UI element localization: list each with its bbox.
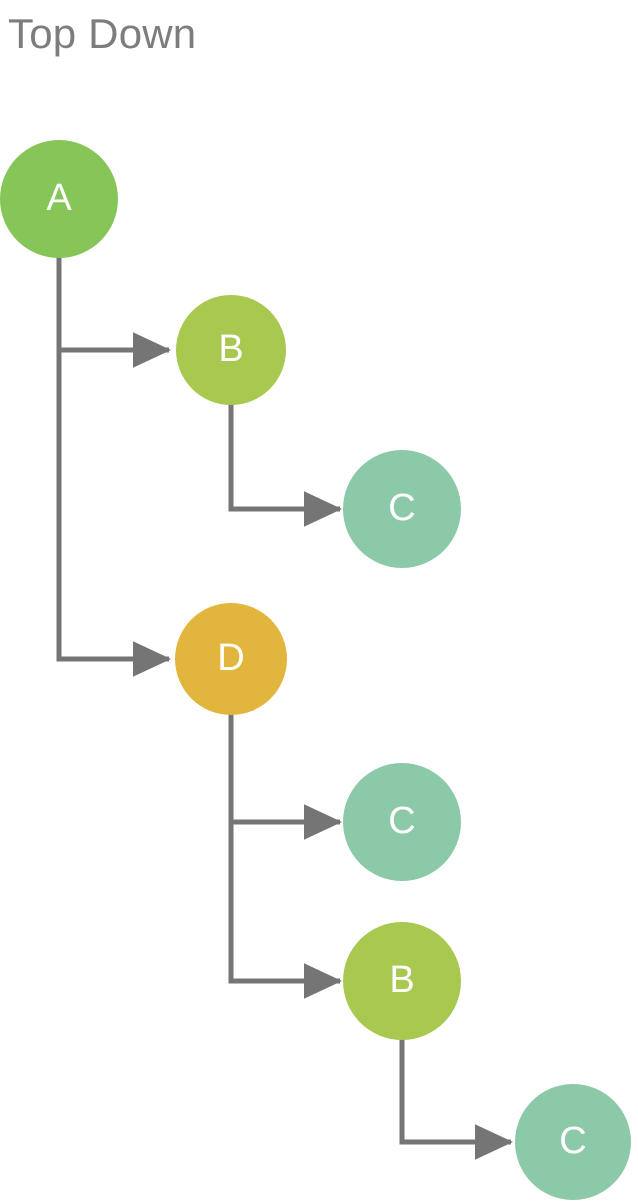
graph-node-d[interactable]: D bbox=[175, 603, 287, 715]
graph-node-b1[interactable]: B bbox=[176, 295, 286, 405]
node-label: C bbox=[559, 1120, 587, 1162]
node-label: B bbox=[218, 328, 244, 370]
node-label: A bbox=[46, 177, 72, 219]
node-label: C bbox=[388, 487, 416, 529]
graph-node-b2[interactable]: B bbox=[343, 922, 461, 1040]
graph-node-c3[interactable]: C bbox=[515, 1084, 631, 1200]
edge-a-to-d bbox=[56, 255, 172, 677]
graph-node-a[interactable]: A bbox=[0, 140, 118, 258]
edge-d-to-c2 bbox=[228, 712, 343, 840]
graph-node-c1[interactable]: C bbox=[343, 450, 461, 568]
edge-b1-to-c1 bbox=[228, 402, 343, 527]
node-label: D bbox=[217, 637, 245, 679]
edge-b2-to-c3 bbox=[399, 1037, 514, 1160]
page-title: Top Down bbox=[8, 10, 197, 57]
edge-d-to-b2 bbox=[228, 712, 343, 999]
edge-a-to-b1 bbox=[56, 255, 172, 368]
node-label: C bbox=[388, 800, 416, 842]
node-label: B bbox=[389, 959, 415, 1001]
graph-node-c2[interactable]: C bbox=[343, 763, 461, 881]
